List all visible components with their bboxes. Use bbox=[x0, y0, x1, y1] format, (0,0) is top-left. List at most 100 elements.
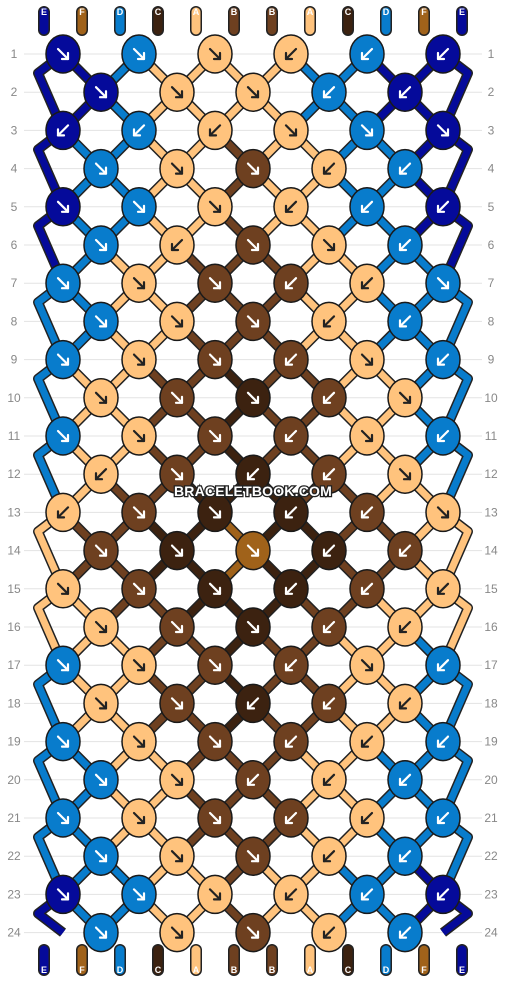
knot bbox=[197, 187, 233, 227]
row-label-left: 11 bbox=[8, 429, 21, 443]
row-label-right: 20 bbox=[484, 773, 498, 787]
knot bbox=[311, 836, 347, 876]
knot bbox=[349, 34, 385, 74]
knot bbox=[121, 645, 157, 685]
row-label-right: 13 bbox=[484, 505, 498, 519]
arrow-down-right-icon bbox=[170, 315, 184, 328]
knot bbox=[121, 874, 157, 915]
row-labels: 1234567891011121314151617181920212223241… bbox=[7, 47, 498, 940]
row-label-left: 2 bbox=[11, 85, 18, 99]
arrow-down-right-icon bbox=[208, 429, 222, 443]
arrow-down-right-icon bbox=[56, 735, 70, 748]
row-label-left: 3 bbox=[11, 123, 18, 137]
knot bbox=[197, 416, 233, 456]
arrow-down-right-icon bbox=[170, 773, 184, 786]
knot bbox=[235, 607, 271, 647]
arrow-down-right-icon bbox=[170, 850, 184, 863]
row-label-right: 5 bbox=[488, 200, 495, 214]
arrow-down-right-icon bbox=[94, 238, 108, 252]
knot bbox=[273, 492, 309, 533]
arrow-down-left-icon bbox=[322, 468, 336, 481]
knot bbox=[197, 492, 233, 533]
arrow-down-left-icon bbox=[322, 544, 336, 557]
knot bbox=[121, 263, 157, 303]
arrow-down-left-icon bbox=[436, 659, 450, 672]
knot bbox=[387, 530, 423, 571]
knot bbox=[197, 645, 233, 685]
arrow-down-left-icon bbox=[284, 659, 298, 672]
knot bbox=[159, 607, 195, 647]
arrow-down-right-icon bbox=[132, 888, 146, 901]
knot bbox=[273, 416, 309, 456]
knot bbox=[387, 225, 423, 265]
arrow-down-right-icon bbox=[56, 353, 70, 366]
arrow-down-left-icon bbox=[398, 544, 412, 557]
watermark: BRACELETBOOK.COM bbox=[174, 483, 332, 499]
arrow-down-left-icon bbox=[398, 620, 412, 634]
knot bbox=[349, 110, 385, 151]
arrow-down-right-icon bbox=[170, 697, 184, 710]
knot bbox=[45, 874, 81, 915]
arrow-down-left-icon bbox=[322, 315, 336, 328]
arrow-down-right-icon bbox=[246, 620, 260, 634]
knot bbox=[425, 416, 461, 456]
strand-label-top: B bbox=[231, 7, 238, 17]
knot bbox=[121, 569, 157, 609]
strand-label-bottom: D bbox=[117, 965, 124, 975]
row-label-left: 23 bbox=[7, 887, 21, 901]
knot bbox=[273, 263, 309, 303]
strand-label-bottom: F bbox=[421, 965, 427, 975]
knot bbox=[425, 263, 461, 303]
arrow-down-right-icon bbox=[208, 353, 222, 366]
knot bbox=[83, 454, 119, 494]
arrow-down-right-icon bbox=[322, 238, 336, 252]
knot bbox=[159, 454, 195, 494]
row-label-right: 6 bbox=[488, 238, 495, 252]
arrow-down-left-icon bbox=[436, 582, 450, 595]
arrow-down-right-icon bbox=[132, 735, 146, 748]
arrow-down-right-icon bbox=[132, 353, 146, 366]
knot bbox=[387, 454, 423, 494]
arrow-down-left-icon bbox=[360, 582, 374, 595]
strand-label-bottom: C bbox=[155, 965, 162, 975]
arrow-down-right-icon bbox=[360, 429, 374, 443]
knot bbox=[45, 645, 81, 685]
arrow-down-right-icon bbox=[170, 162, 184, 175]
knot bbox=[45, 263, 81, 303]
arrow-down-left-icon bbox=[284, 200, 298, 213]
strand-label-top: A bbox=[193, 7, 200, 17]
knot bbox=[273, 34, 309, 74]
strand-label-top: A bbox=[307, 7, 314, 17]
arrow-down-right-icon bbox=[208, 200, 222, 213]
knot bbox=[235, 836, 271, 876]
knot bbox=[159, 683, 195, 724]
row-label-left: 24 bbox=[7, 926, 21, 940]
strand-label-bottom: B bbox=[269, 965, 276, 975]
knot bbox=[349, 416, 385, 456]
knot bbox=[425, 187, 461, 227]
knot bbox=[273, 187, 309, 227]
arrow-down-left-icon bbox=[246, 697, 260, 710]
knot bbox=[159, 225, 195, 265]
row-label-right: 16 bbox=[484, 620, 498, 634]
strand-label-top: C bbox=[155, 7, 162, 17]
row-label-right: 14 bbox=[484, 544, 498, 558]
arrow-down-right-icon bbox=[208, 735, 222, 748]
arrow-down-left-icon bbox=[360, 277, 374, 290]
arrow-down-right-icon bbox=[94, 697, 108, 710]
arrow-down-left-icon bbox=[436, 200, 450, 213]
knot bbox=[83, 836, 119, 876]
arrow-down-right-icon bbox=[360, 659, 374, 672]
strand-label-bottom: E bbox=[41, 965, 47, 975]
arrow-down-right-icon bbox=[56, 429, 70, 443]
arrow-down-left-icon bbox=[436, 811, 450, 825]
row-label-right: 22 bbox=[484, 849, 498, 863]
row-label-right: 12 bbox=[484, 467, 498, 481]
row-label-right: 19 bbox=[484, 735, 498, 749]
knot bbox=[349, 721, 385, 762]
knot bbox=[197, 874, 233, 915]
strand-label-top: F bbox=[421, 7, 427, 17]
arrow-down-right-icon bbox=[246, 86, 260, 99]
arrow-down-left-icon bbox=[322, 162, 336, 175]
